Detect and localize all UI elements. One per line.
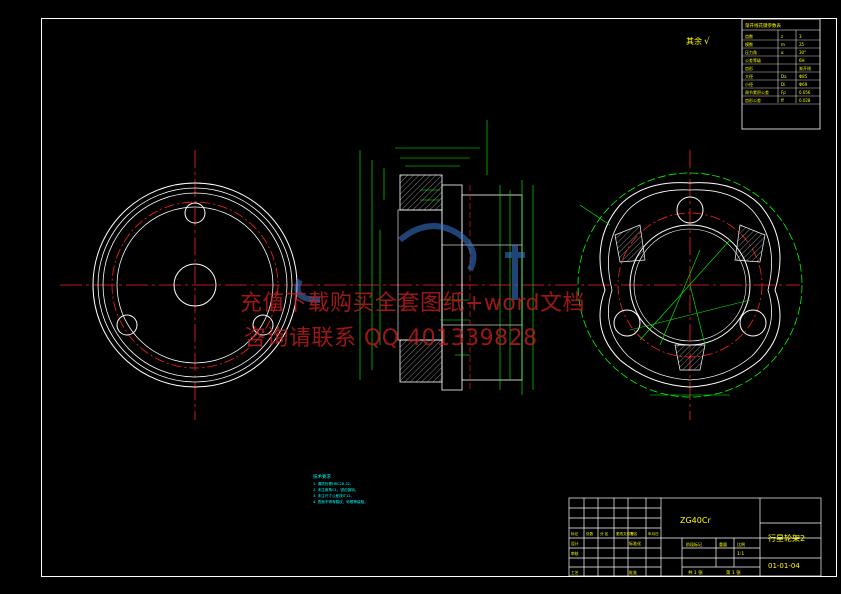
scale-label: 比例 — [737, 541, 745, 547]
param-row-value: Φ69 — [799, 82, 808, 87]
section-view — [359, 120, 534, 395]
rim-chamfer — [97, 187, 293, 383]
tb-role: 审核 — [571, 551, 579, 556]
sheet-total: 共 1 张 — [688, 569, 703, 576]
lug-left — [614, 224, 646, 263]
param-row-value: 0.056 — [799, 90, 811, 95]
param-row-value: 渐开线 — [799, 65, 811, 71]
param-row-name: 模数 — [745, 41, 753, 47]
roughness-icon: √ — [704, 36, 710, 47]
right-pin-left — [613, 309, 641, 337]
approve-label: 批准 — [629, 569, 637, 575]
watermark-line-2: 咨询请联系 QQ 401339828 — [244, 326, 538, 351]
param-row-symbol: α — [781, 50, 784, 55]
tb-header: 分 区 — [600, 531, 609, 536]
section-flange — [397, 209, 443, 341]
param-row-value: 25 — [799, 42, 805, 47]
tech-note-line: 2. 未注倒角C1，锐边倒钝。 — [313, 487, 358, 492]
param-row-value: 6H — [799, 58, 805, 63]
right-pin-right — [739, 309, 767, 337]
param-row-symbol: Di — [781, 82, 785, 87]
right-pin-top — [676, 196, 704, 224]
param-row-name: 公差等级 — [745, 57, 761, 63]
rim-inner — [102, 192, 288, 378]
tech-note-line: 4. 表面不得有裂纹、砂眼等缺陷。 — [313, 499, 368, 504]
part-name: 行星轮架2 — [768, 533, 805, 543]
right-view — [577, 150, 803, 420]
param-row-symbol: m — [781, 42, 785, 47]
left-front-view — [60, 150, 800, 420]
pin-hole-top — [184, 202, 206, 224]
param-row-value: Φ85 — [799, 74, 808, 79]
watermark-line-1: 充值下载购买全套图纸+word文档 — [240, 291, 586, 316]
tech-notes-title: 技术要求 — [313, 473, 331, 480]
outer-dim-arc — [577, 172, 803, 398]
std-label: 标准化 — [629, 540, 641, 546]
param-row-name: 小径 — [745, 81, 753, 87]
param-row-name: 齿数 — [745, 33, 753, 39]
inner-face — [116, 206, 274, 364]
param-row-name: 齿形 — [745, 65, 753, 71]
sheet-number: 第 1 张 — [726, 569, 741, 576]
scale-value: 1:1 — [737, 551, 744, 557]
param-row-name: 齿形公差 — [745, 97, 761, 103]
title-block — [568, 497, 822, 577]
param-row-name: 压力角 — [745, 49, 757, 55]
param-row-value: 3 — [799, 34, 802, 39]
section-hatch-top — [399, 174, 443, 211]
lug-right — [734, 224, 766, 263]
tb-header: 年月日 — [648, 531, 659, 536]
drawing-frame — [41, 18, 837, 577]
lug-bottom — [674, 344, 706, 371]
stage-label: 阶段标记 — [686, 541, 702, 547]
param-row-value: 30° — [799, 50, 806, 55]
param-row-symbol: Da — [781, 74, 787, 79]
param-row-name: 周节累积公差 — [745, 89, 769, 95]
carrier-outline — [599, 182, 781, 388]
center-bore — [173, 263, 217, 307]
tb-header: 标记 — [571, 531, 579, 536]
tb-role: 设计 — [571, 541, 579, 546]
param-row-value: 0.028 — [799, 98, 811, 103]
weight-label: 重量 — [719, 541, 727, 547]
tb-header: 签名 — [630, 531, 638, 536]
param-row-symbol: z — [781, 34, 783, 39]
material: ZG40Cr — [680, 516, 711, 525]
right-bore-inner — [633, 228, 747, 342]
tb-header: 处数 — [586, 531, 594, 536]
drawing-number: 01-01-04 — [768, 562, 800, 570]
pitch-circle — [111, 201, 279, 369]
tech-note-line: 1. 调质处理HRC28-32。 — [313, 481, 354, 486]
param-row-name: 大径 — [745, 73, 753, 79]
carrier-inner — [608, 189, 772, 381]
param-table-title: 渐开线花键参数表 — [745, 22, 781, 29]
tb-header: 更改文件号 — [616, 531, 634, 536]
tech-note-line: 3. 未注尺寸公差按IT12。 — [313, 493, 354, 498]
roughness-note: 其余 — [686, 36, 702, 46]
watermark-logo — [294, 223, 525, 303]
param-row-symbol: ff — [781, 98, 784, 103]
right-dimensions — [579, 204, 751, 396]
section-dimensions — [359, 120, 534, 395]
tb-role: 工艺 — [571, 570, 579, 575]
param-row-symbol: Fp — [781, 90, 786, 95]
pin-hole-right — [252, 314, 274, 336]
pin-hole-left — [116, 314, 138, 336]
